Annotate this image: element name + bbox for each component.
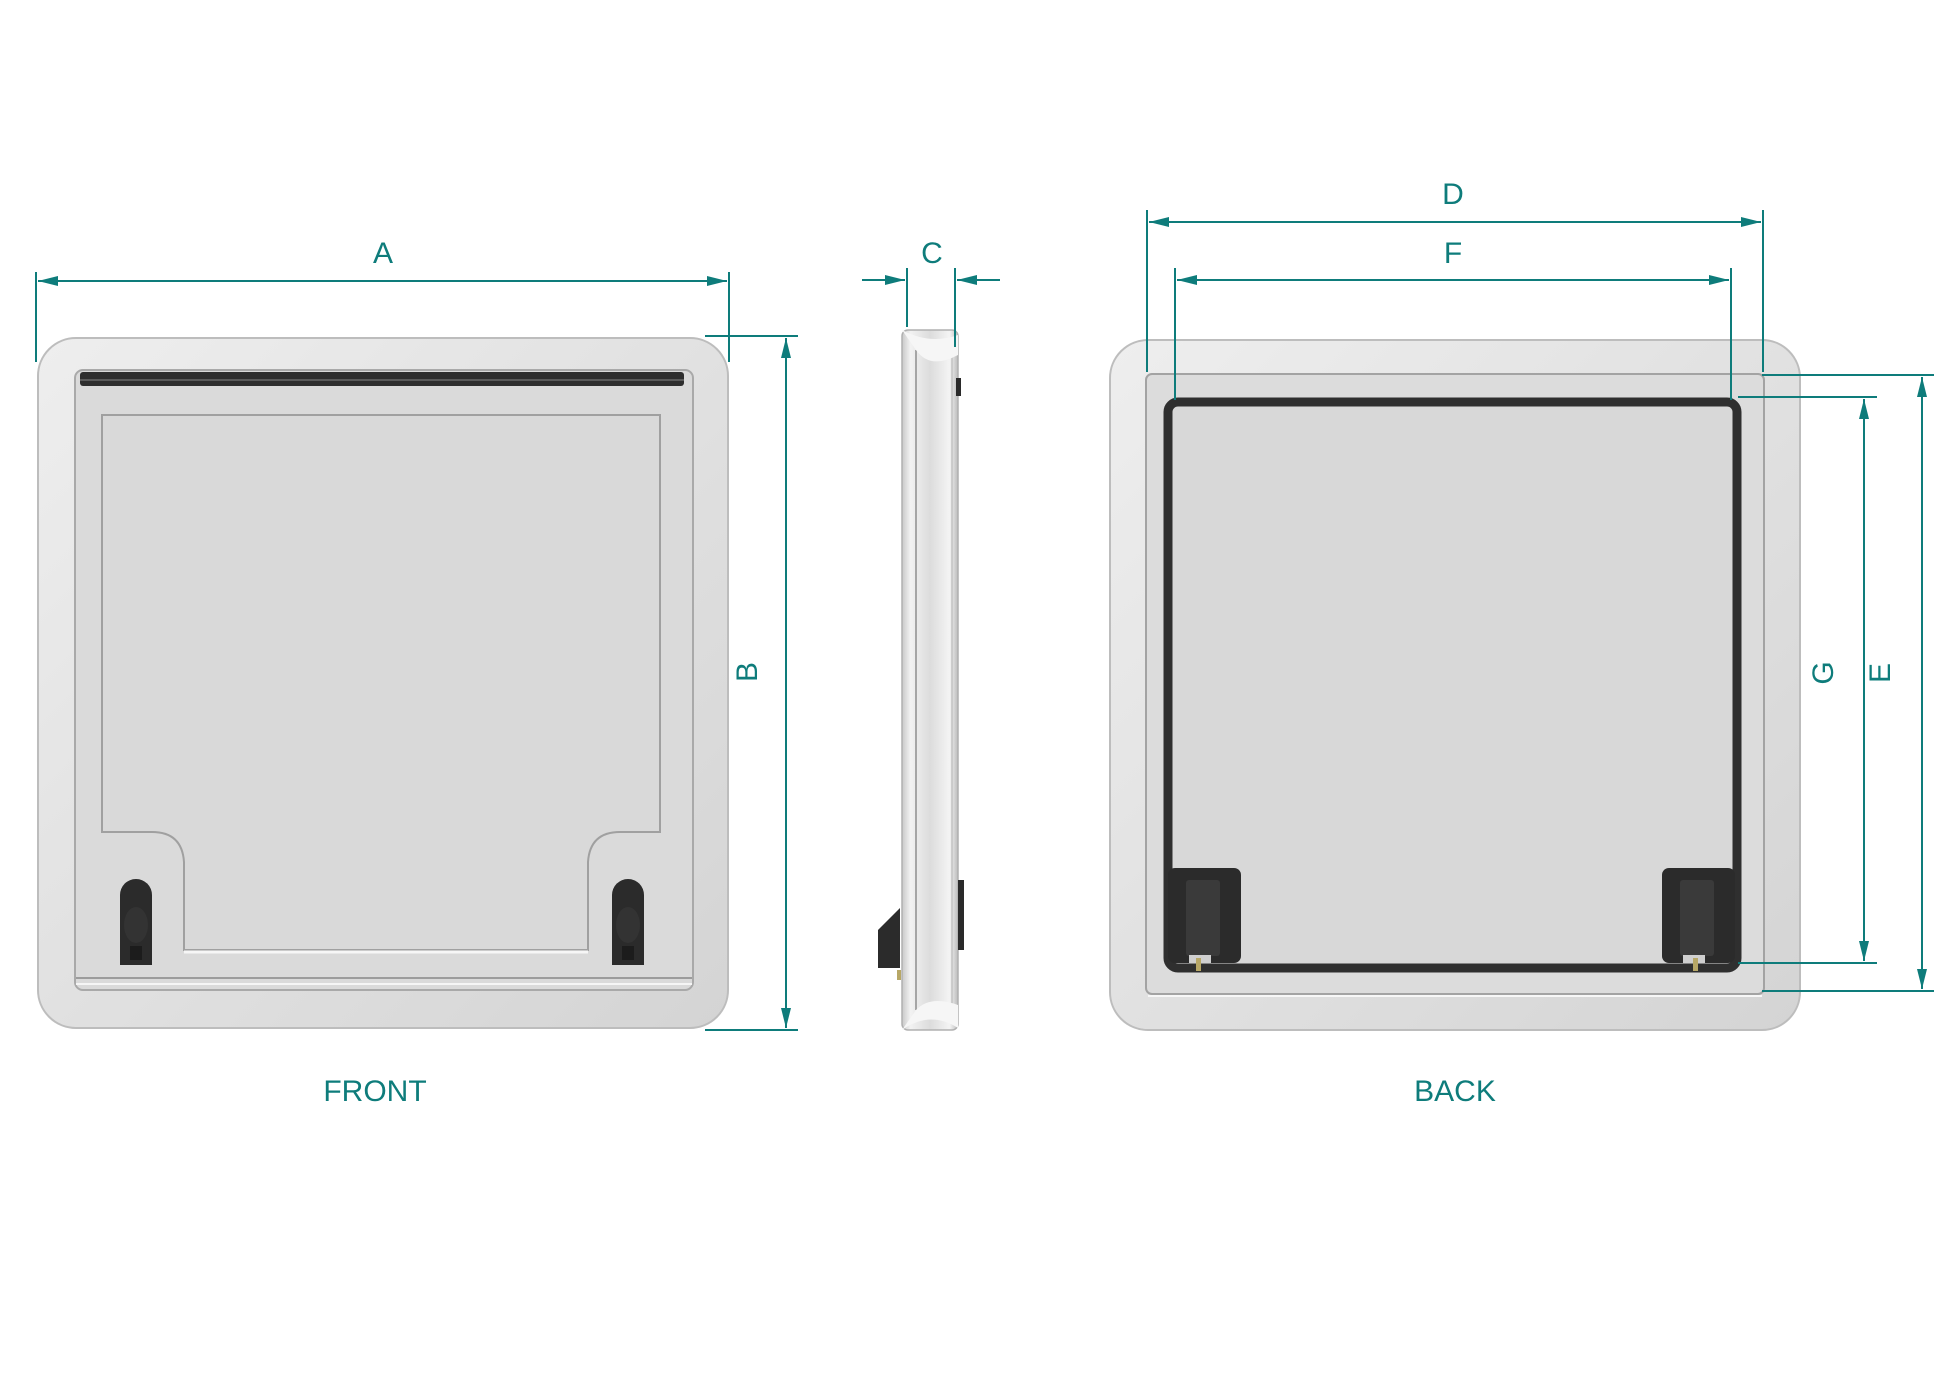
back-gasket bbox=[1163, 397, 1742, 973]
dimension-a: A bbox=[35, 237, 730, 362]
dimension-label-c: C bbox=[921, 237, 943, 270]
dimension-label-b: B bbox=[731, 662, 764, 682]
front-latch-left bbox=[120, 879, 152, 965]
back-latch-left bbox=[1168, 868, 1241, 971]
dimension-label-e: E bbox=[1864, 663, 1897, 683]
side-view bbox=[878, 329, 964, 1031]
dimension-label-g: G bbox=[1807, 661, 1840, 684]
dimension-f: F bbox=[1174, 237, 1732, 400]
back-view-label: BACK bbox=[1414, 1075, 1496, 1108]
dimension-label-a: A bbox=[373, 237, 393, 270]
dimension-g: G bbox=[1738, 396, 1877, 964]
front-view-label: FRONT bbox=[323, 1075, 426, 1108]
back-view bbox=[1109, 339, 1801, 1031]
side-latch bbox=[878, 908, 900, 968]
front-view bbox=[37, 337, 729, 1029]
side-hinge-tab bbox=[956, 378, 961, 396]
dimension-c: C bbox=[862, 237, 1000, 347]
front-latch-right bbox=[612, 879, 644, 965]
side-profile bbox=[901, 329, 959, 1031]
dimension-label-d: D bbox=[1442, 178, 1464, 211]
dimension-label-f: F bbox=[1444, 237, 1462, 270]
dimension-d: D bbox=[1146, 178, 1764, 372]
front-lid-panel bbox=[101, 414, 661, 951]
dimension-e: E bbox=[1762, 374, 1934, 992]
back-latch-right bbox=[1662, 868, 1735, 971]
dimension-b: B bbox=[705, 335, 798, 1031]
